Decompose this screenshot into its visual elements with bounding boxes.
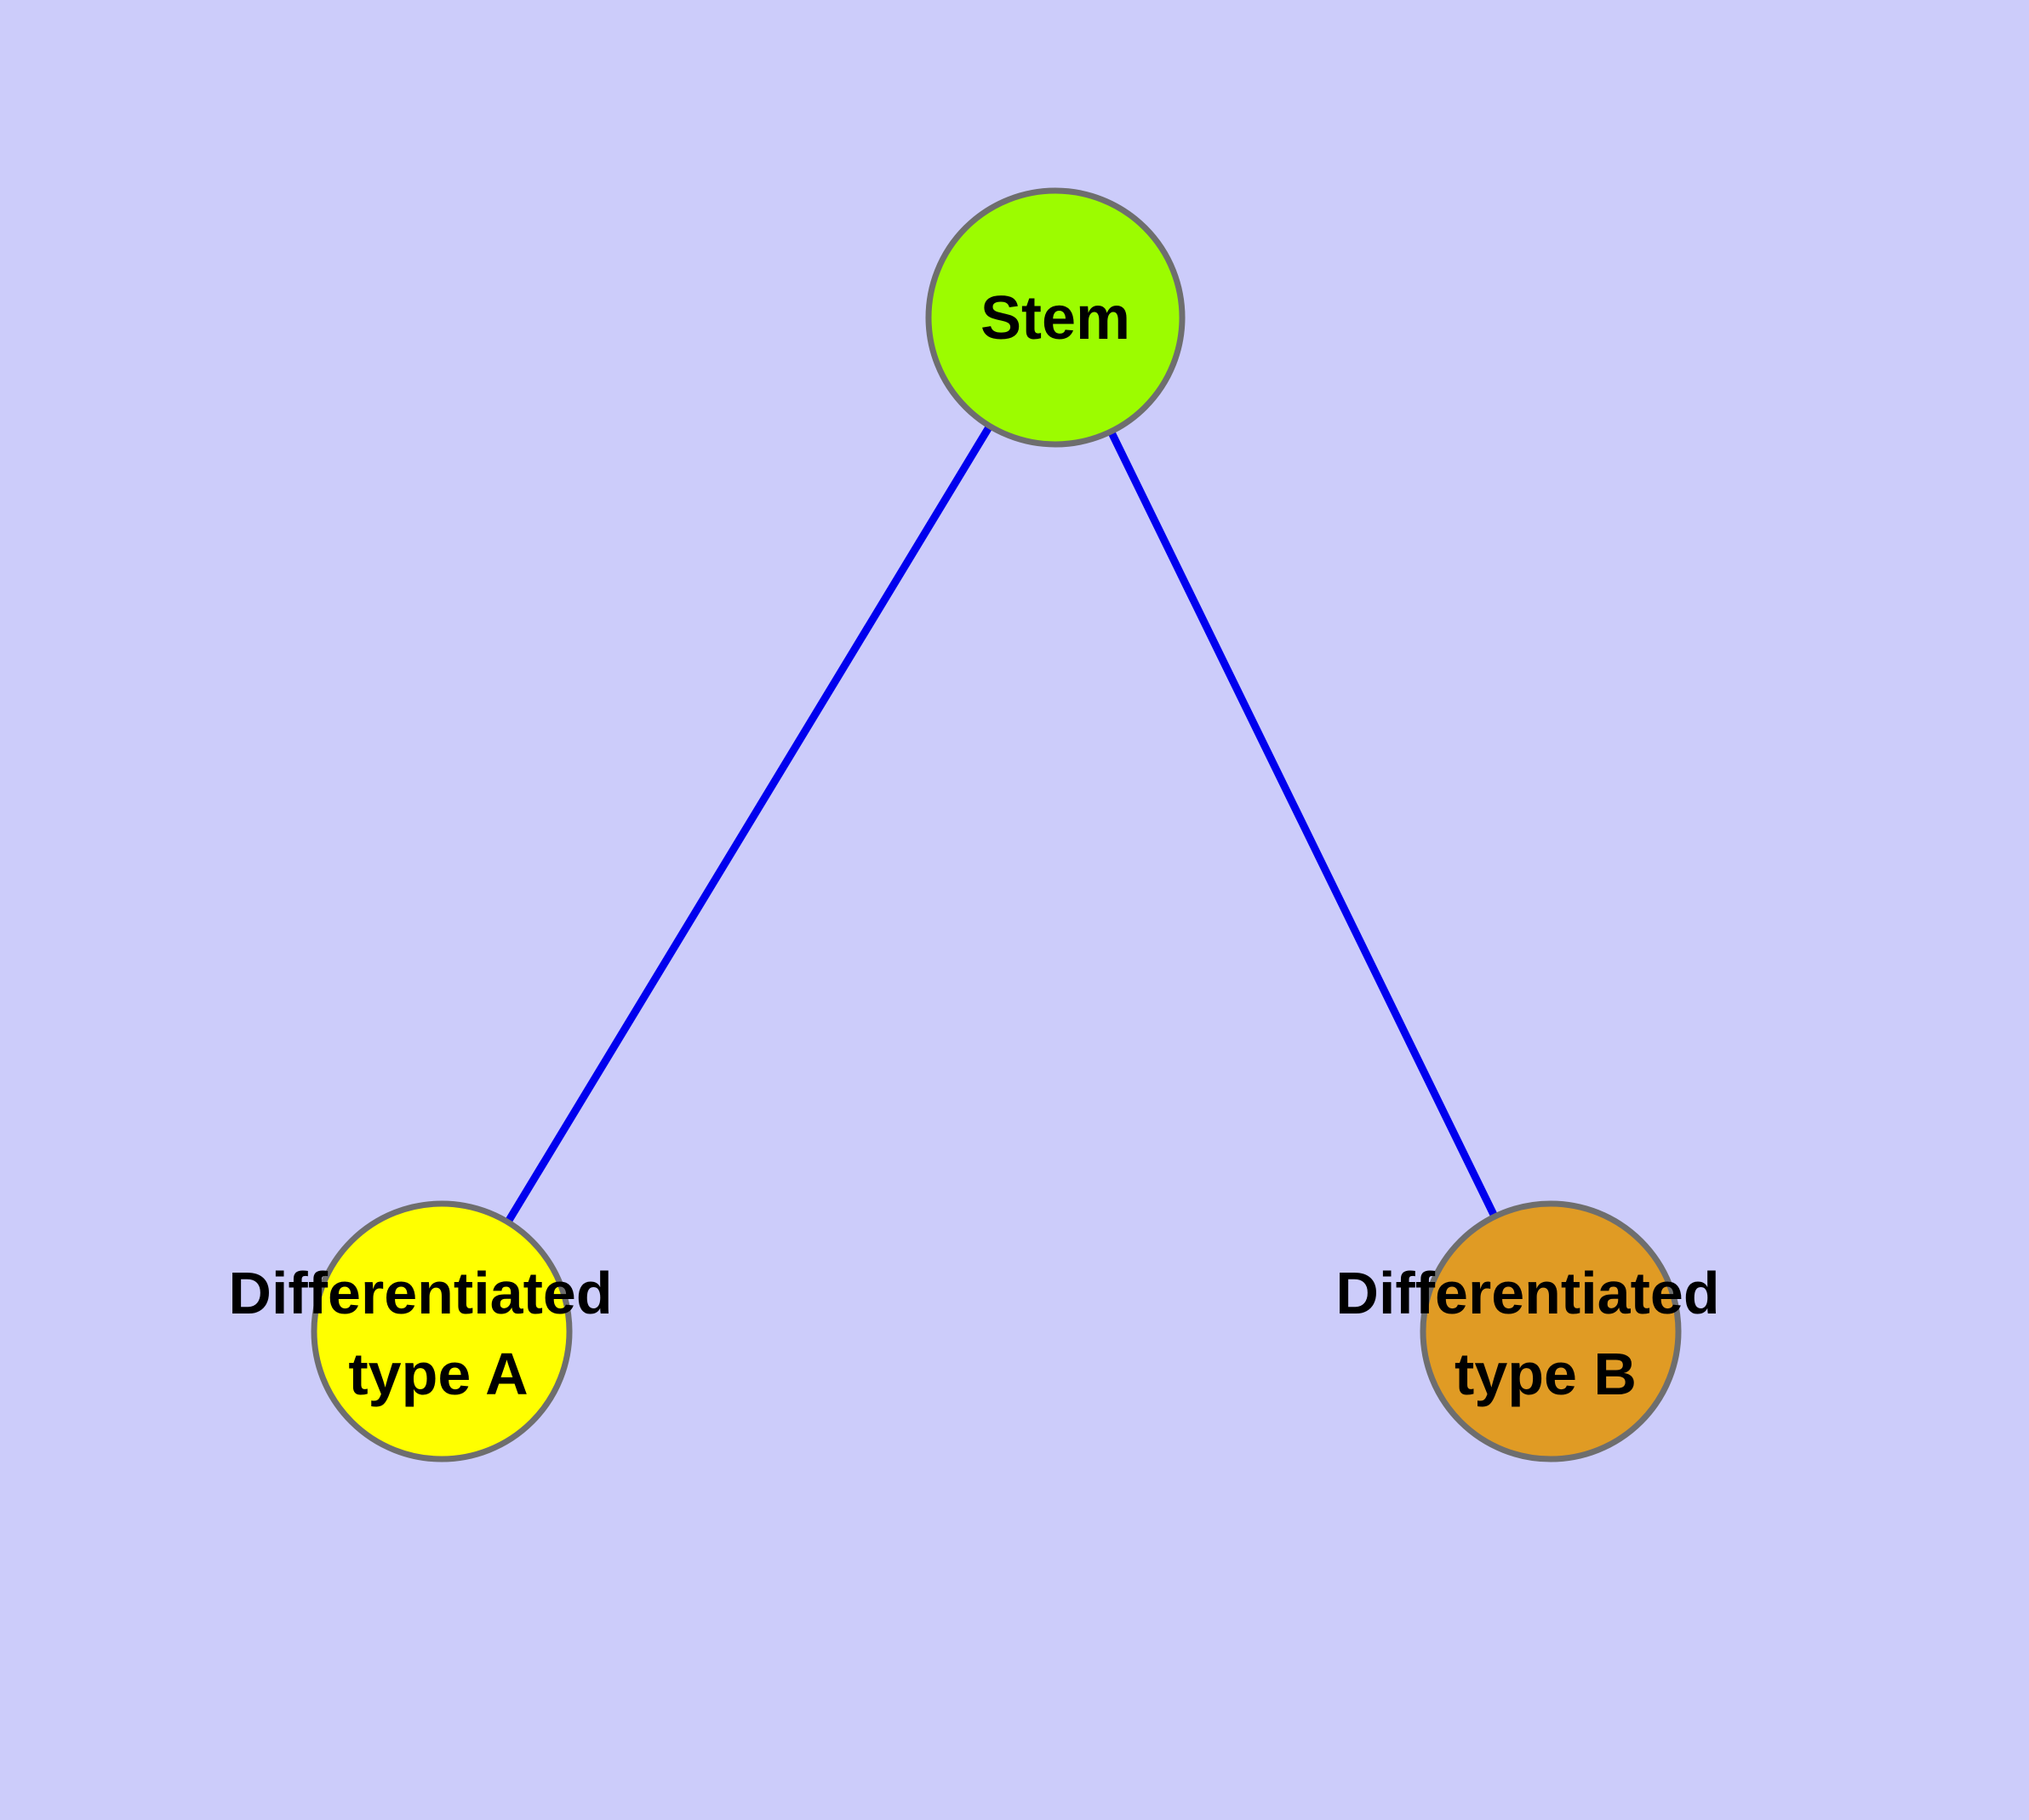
node-diff-b-label-line1: Differentiated bbox=[1335, 1260, 1719, 1326]
node-diff-b-label-line2: type B bbox=[1455, 1341, 1637, 1407]
edge-stem-to-diff-b[interactable] bbox=[1107, 429, 1499, 1219]
node-diff-b[interactable]: Differentiated type B bbox=[1335, 1200, 1720, 1462]
node-stem-circle[interactable] bbox=[925, 187, 1186, 448]
node-diff-a-label-line2: type A bbox=[348, 1341, 528, 1407]
edge-layer bbox=[504, 424, 1499, 1225]
node-diff-a-label-line1: Differentiated bbox=[228, 1260, 612, 1326]
node-diff-a-circle[interactable] bbox=[311, 1200, 573, 1462]
node-stem-label: Stem bbox=[980, 284, 1130, 352]
edge-stem-to-diff-a[interactable] bbox=[504, 424, 993, 1225]
node-diff-a[interactable]: Differentiated type A bbox=[228, 1200, 613, 1462]
node-diff-b-circle[interactable] bbox=[1420, 1200, 1682, 1462]
node-stem[interactable]: Stem bbox=[925, 187, 1186, 448]
